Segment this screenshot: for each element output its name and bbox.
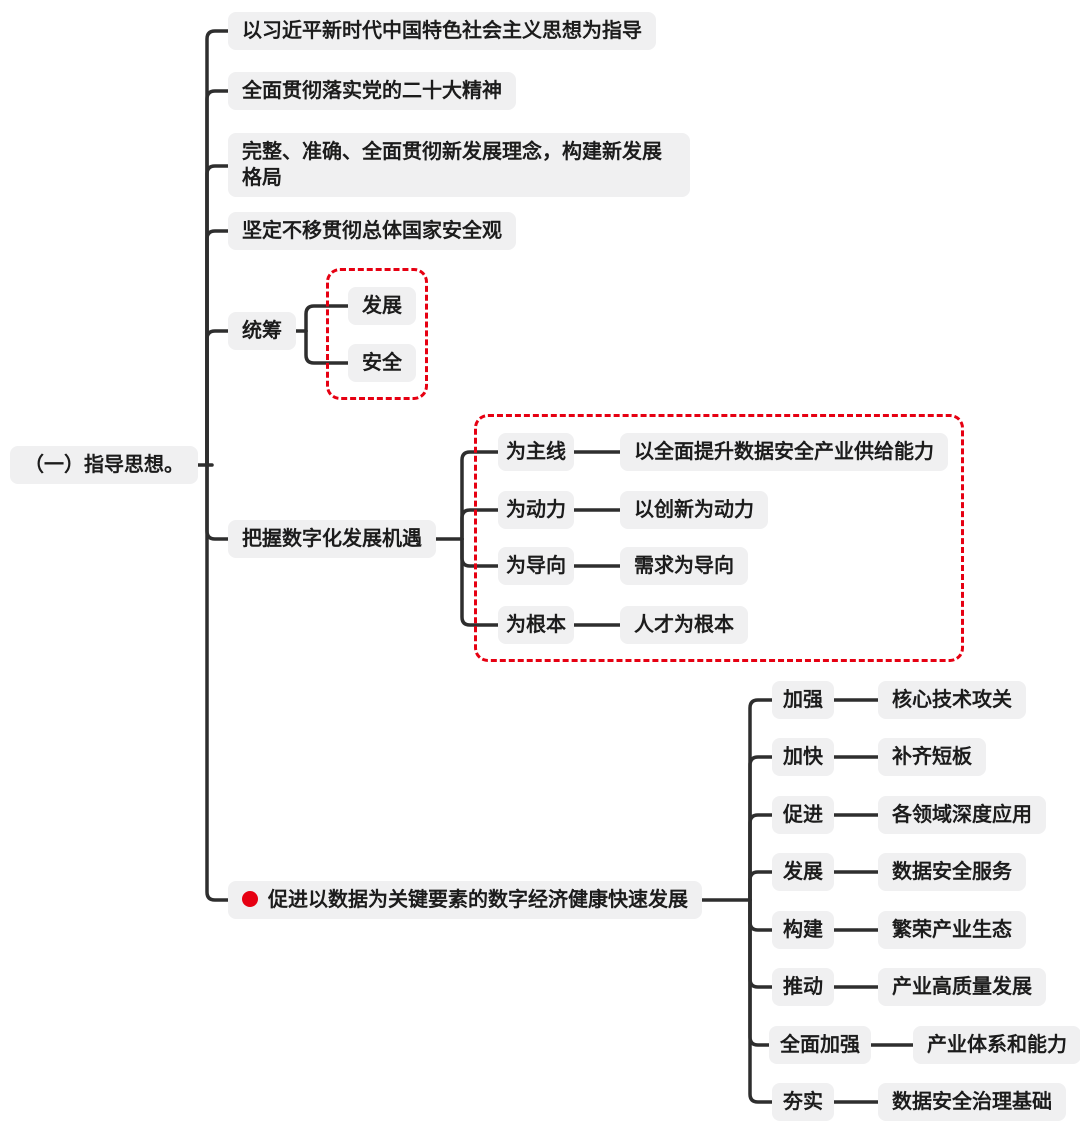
branch-party-congress-spirit[interactable]: 全面贯彻落实党的二十大精神 <box>228 72 516 110</box>
subtopic-build[interactable]: 构建 <box>772 911 834 949</box>
detail-high-quality[interactable]: 产业高质量发展 <box>878 968 1046 1006</box>
subtopic-comprehensively-strengthen[interactable]: 全面加强 <box>769 1026 871 1064</box>
branch-promote-digital-economy[interactable]: 促进以数据为关键要素的数字经济健康快速发展 <box>228 881 702 919</box>
subtopic-develop[interactable]: 发展 <box>772 853 834 891</box>
subtopic-promote[interactable]: 促进 <box>772 796 834 834</box>
branch-guiding-ideology[interactable]: 以习近平新时代中国特色社会主义思想为指导 <box>228 12 656 50</box>
subtopic-development[interactable]: 发展 <box>348 287 416 325</box>
detail-deep-application[interactable]: 各领域深度应用 <box>878 796 1046 834</box>
root-topic[interactable]: （一）指导思想。 <box>10 446 198 484</box>
subtopic-orientation[interactable]: 为导向 <box>498 547 574 585</box>
detail-security-services[interactable]: 数据安全服务 <box>878 853 1026 891</box>
branch-promote-digital-economy-label: 促进以数据为关键要素的数字经济健康快速发展 <box>268 889 688 911</box>
branch-national-security-concept[interactable]: 坚定不移贯彻总体国家安全观 <box>228 212 516 250</box>
detail-foundation[interactable]: 人才为根本 <box>620 606 748 644</box>
detail-shortcomings[interactable]: 补齐短板 <box>878 738 986 776</box>
subtopic-driver[interactable]: 为动力 <box>498 491 574 529</box>
detail-system-capability[interactable]: 产业体系和能力 <box>913 1026 1080 1064</box>
detail-governance-foundation[interactable]: 数据安全治理基础 <box>878 1083 1066 1121</box>
subtopic-security[interactable]: 安全 <box>348 344 416 382</box>
subtopic-mainline[interactable]: 为主线 <box>498 433 574 471</box>
detail-orientation[interactable]: 需求为导向 <box>620 547 748 585</box>
subtopic-drive[interactable]: 推动 <box>772 968 834 1006</box>
subtopic-strengthen[interactable]: 加强 <box>772 681 834 719</box>
branch-coordinate[interactable]: 统筹 <box>228 312 296 350</box>
red-dot-icon <box>242 891 258 907</box>
subtopic-foundation[interactable]: 为根本 <box>498 606 574 644</box>
detail-mainline[interactable]: 以全面提升数据安全产业供给能力 <box>620 433 948 471</box>
subtopic-accelerate[interactable]: 加快 <box>772 738 834 776</box>
detail-core-technology[interactable]: 核心技术攻关 <box>878 681 1026 719</box>
detail-industry-ecology[interactable]: 繁荣产业生态 <box>878 911 1026 949</box>
branch-new-development-concept[interactable]: 完整、准确、全面贯彻新发展理念，构建新发展格局 <box>228 133 690 197</box>
subtopic-consolidate[interactable]: 夯实 <box>772 1083 834 1121</box>
branch-digital-opportunity[interactable]: 把握数字化发展机遇 <box>228 520 436 558</box>
detail-driver[interactable]: 以创新为动力 <box>620 491 768 529</box>
